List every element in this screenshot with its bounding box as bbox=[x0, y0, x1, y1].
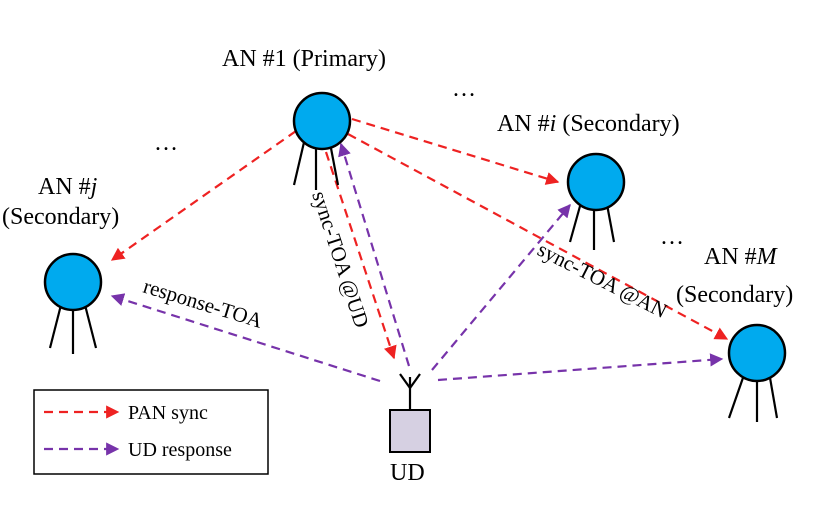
legend: PAN sync UD response bbox=[33, 389, 269, 475]
sync-arrow-an1-to-anm bbox=[347, 133, 729, 340]
sync-arrows bbox=[110, 117, 729, 360]
response-arrow-ud-to-anm bbox=[437, 353, 724, 382]
ellipsis-right: … bbox=[660, 224, 684, 250]
response-arrow-ud-to-ani bbox=[431, 203, 571, 371]
anm-label-line2: (Secondary) bbox=[676, 282, 793, 308]
legend-response-label: UD response bbox=[128, 439, 232, 461]
response-arrow-ud-to-anj bbox=[110, 293, 381, 383]
an1-label: AN #1 (Primary) bbox=[222, 46, 386, 72]
an1-circle bbox=[292, 91, 352, 151]
legend-box bbox=[33, 389, 269, 475]
ani-circle bbox=[566, 152, 626, 212]
anm-label-line1: AN #M bbox=[704, 244, 779, 270]
ud-antenna-left bbox=[399, 373, 411, 389]
edge-label-sync-toa-an: sync-TOA @AN bbox=[534, 237, 671, 323]
anj-label-line2: (Secondary) bbox=[2, 204, 119, 230]
ani-node bbox=[566, 152, 626, 250]
anm-node bbox=[727, 323, 787, 422]
an1-node bbox=[292, 91, 352, 190]
ud-box bbox=[389, 409, 431, 453]
sync-arrow-an1-to-anj bbox=[110, 130, 297, 261]
anj-node bbox=[43, 252, 103, 354]
ani-label: AN #i (Secondary) bbox=[497, 111, 680, 137]
ud-label: UD bbox=[390, 460, 425, 486]
legend-sync-label: PAN sync bbox=[128, 402, 208, 424]
ud-antenna-right bbox=[409, 373, 421, 389]
ellipsis-top-right: … bbox=[452, 76, 476, 102]
anm-circle bbox=[727, 323, 787, 383]
ud-device bbox=[389, 373, 431, 453]
response-arrows bbox=[110, 142, 724, 383]
anj-label-line1: AN #j bbox=[38, 174, 98, 200]
sync-arrow-an1-to-ud bbox=[324, 151, 397, 360]
edge-label-sync-toa-ud: sync-TOA @UD bbox=[307, 188, 374, 330]
response-arrow-ud-to-an1 bbox=[338, 142, 411, 367]
ellipsis-top-left: … bbox=[154, 130, 178, 156]
sync-arrow-an1-to-ani bbox=[351, 117, 560, 185]
anj-circle bbox=[43, 252, 103, 312]
